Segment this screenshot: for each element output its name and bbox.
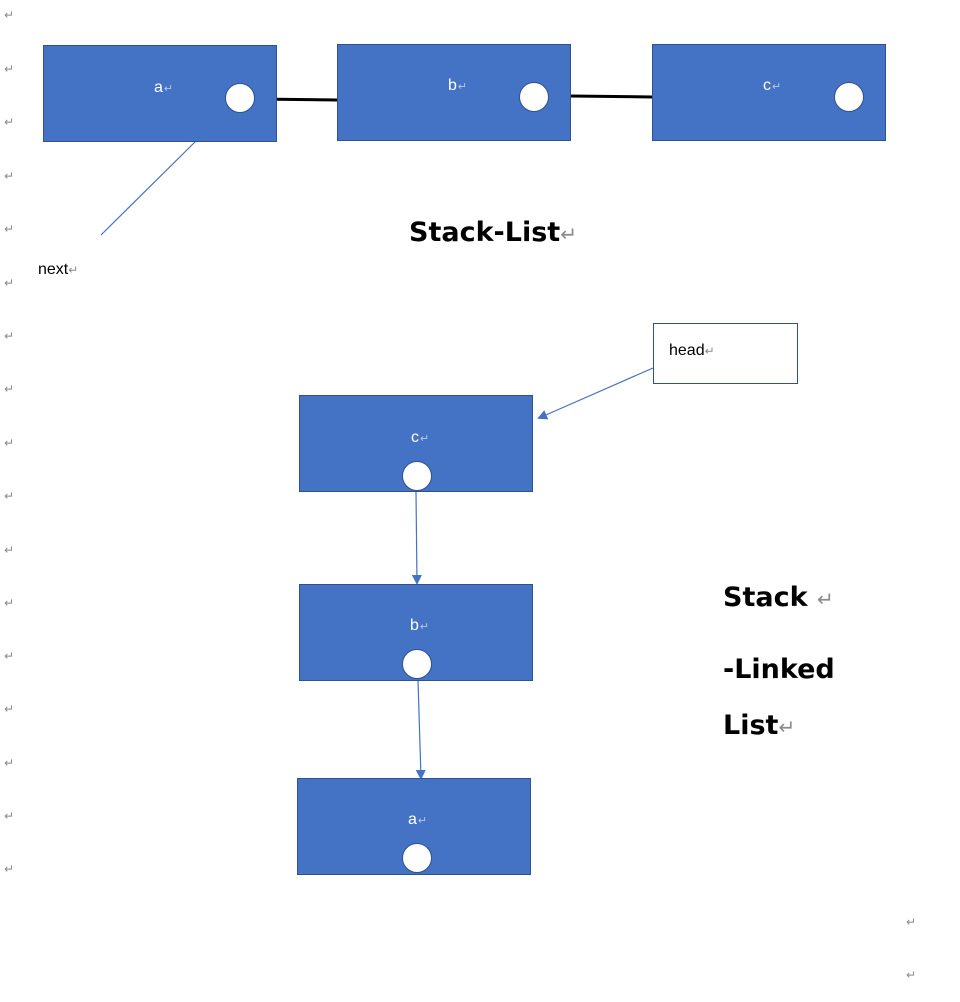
- paragraph-mark: ↵: [4, 222, 15, 236]
- next-pointer-circle: [834, 82, 864, 112]
- next-label: next↵: [38, 261, 79, 278]
- list-node-a: a↵: [43, 45, 277, 142]
- next-pointer-circle: [402, 843, 432, 873]
- arrow-b-to-a: [415, 679, 426, 780]
- next-pointer-circle: [402, 649, 432, 679]
- stack-linked-list-title-line3: List↵: [723, 710, 796, 741]
- next-pointer-circle: [519, 82, 549, 112]
- paragraph-mark: ↵: [4, 62, 15, 76]
- head-box: head↵: [653, 323, 798, 384]
- paragraph-mark: ↵: [4, 649, 15, 663]
- node-label: b↵: [410, 617, 430, 634]
- paragraph-mark: ↵: [4, 543, 15, 557]
- node-label: c↵: [411, 429, 430, 446]
- paragraph-mark: ↵: [4, 596, 15, 610]
- head-arrow: [537, 367, 654, 420]
- next-pointer-circle: [225, 83, 255, 113]
- paragraph-mark: ↵: [4, 809, 15, 823]
- paragraph-mark: ↵: [906, 915, 917, 929]
- paragraph-mark: ↵: [4, 756, 15, 770]
- paragraph-mark: ↵: [4, 862, 15, 876]
- stack-linked-list-title-line1: Stack ↵: [723, 582, 834, 613]
- list-node-c: c↵: [652, 44, 886, 141]
- paragraph-mark: ↵: [906, 968, 917, 982]
- paragraph-mark: ↵: [4, 436, 15, 450]
- paragraph-mark: ↵: [4, 115, 15, 129]
- next-pointer-line: [100, 139, 198, 236]
- arrow-c-to-b: [411, 491, 422, 585]
- paragraph-mark: ↵: [4, 702, 15, 716]
- next-pointer-circle: [402, 461, 432, 491]
- stack-node-a: a↵: [297, 778, 531, 875]
- list-node-b: b↵: [337, 44, 571, 141]
- stack-node-c: c↵: [299, 395, 533, 492]
- node-label: a↵: [408, 811, 428, 828]
- paragraph-mark: ↵: [4, 8, 15, 22]
- node-label: c↵: [763, 77, 782, 94]
- node-label: b↵: [448, 77, 468, 94]
- paragraph-mark: ↵: [4, 382, 15, 396]
- paragraph-mark: ↵: [4, 489, 15, 503]
- stack-linked-list-title-line2: -Linked: [723, 654, 835, 685]
- node-label: a↵: [154, 79, 174, 96]
- link-b-to-c: [569, 94, 654, 99]
- head-label: head↵: [669, 342, 715, 359]
- paragraph-mark: ↵: [4, 329, 15, 343]
- stack-node-b: b↵: [299, 584, 533, 681]
- stack-list-title: Stack-List↵: [409, 217, 577, 248]
- paragraph-mark: ↵: [4, 169, 15, 183]
- paragraph-mark: ↵: [4, 276, 15, 290]
